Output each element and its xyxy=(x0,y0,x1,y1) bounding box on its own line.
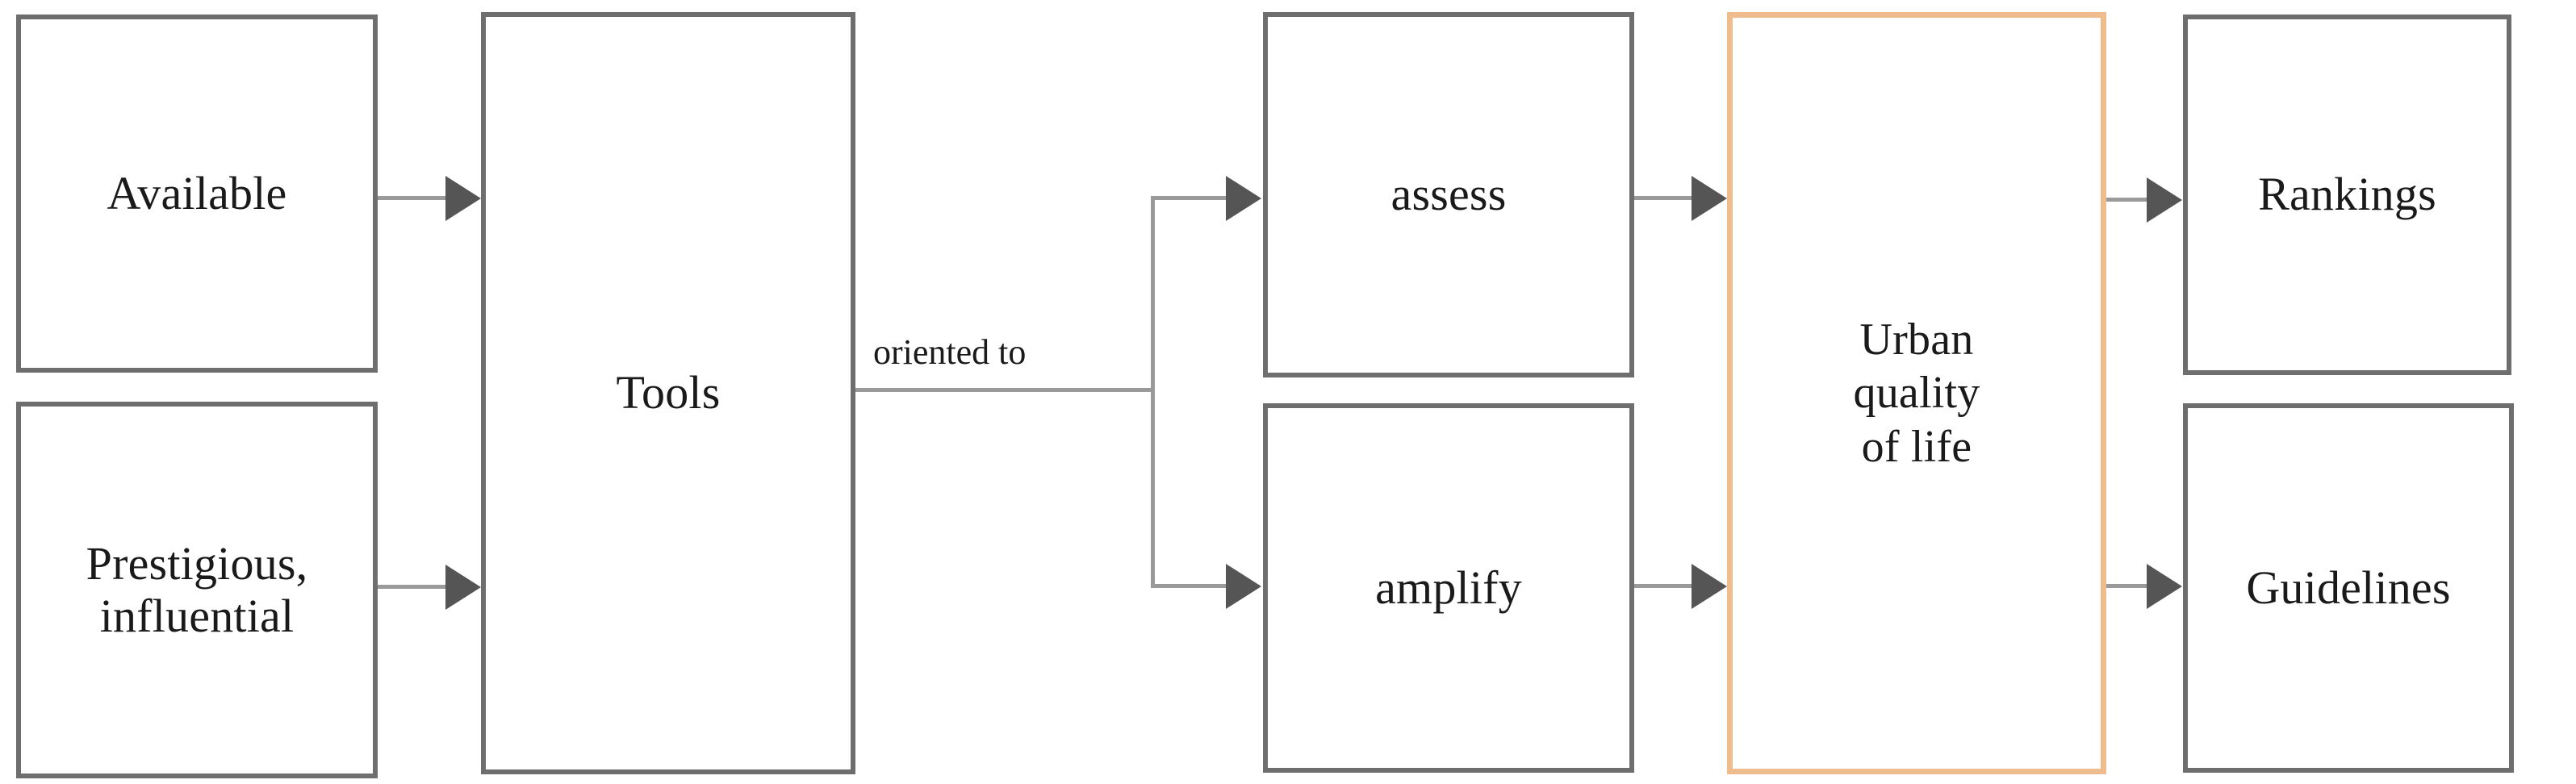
connector-amplify-to-urban xyxy=(1634,584,1694,588)
node-rankings-label: Rankings xyxy=(2258,168,2436,221)
node-available[interactable]: Available xyxy=(16,15,378,373)
edge-label-oriented-to: oriented to xyxy=(873,332,1027,372)
arrowhead-urban-to-guidelines xyxy=(2147,564,2182,609)
connector-urban-to-guidelines xyxy=(2106,584,2148,588)
node-urban-quality-of-life[interactable]: Urban quality of life xyxy=(1727,12,2106,774)
arrowhead-urban-to-rankings xyxy=(2147,177,2182,223)
node-available-label: Available xyxy=(107,166,287,219)
node-urban-quality-of-life-label: Urban quality of life xyxy=(1853,315,1980,472)
arrowhead-assess-to-urban xyxy=(1692,176,1727,221)
arrowhead-available-to-tools xyxy=(445,176,481,221)
connector-branch-vertical xyxy=(1151,196,1155,588)
node-prestigious-influential[interactable]: Prestigious, influential xyxy=(16,402,378,778)
arrowhead-branch-to-assess xyxy=(1226,176,1261,221)
node-tools[interactable]: Tools xyxy=(481,12,855,774)
node-amplify-label: amplify xyxy=(1375,561,1522,614)
connector-available-to-tools xyxy=(378,196,447,200)
arrowhead-prestigious-to-tools xyxy=(445,565,481,610)
node-amplify[interactable]: amplify xyxy=(1263,403,1634,773)
node-prestigious-influential-label: Prestigious, influential xyxy=(86,536,308,642)
node-rankings[interactable]: Rankings xyxy=(2183,15,2511,375)
arrowhead-amplify-to-urban xyxy=(1692,564,1727,609)
connector-branch-to-assess xyxy=(1151,196,1227,200)
connector-tools-to-branch xyxy=(855,388,1155,392)
connector-branch-to-amplify xyxy=(1151,584,1227,588)
node-guidelines[interactable]: Guidelines xyxy=(2183,403,2514,773)
node-assess[interactable]: assess xyxy=(1263,12,1634,377)
connector-urban-to-rankings xyxy=(2106,198,2148,202)
arrowhead-branch-to-amplify xyxy=(1226,564,1261,609)
node-guidelines-label: Guidelines xyxy=(2246,561,2451,614)
connector-assess-to-urban xyxy=(1634,196,1694,200)
connector-prestigious-to-tools xyxy=(378,585,447,589)
node-assess-label: assess xyxy=(1390,168,1507,221)
node-tools-label: Tools xyxy=(616,366,721,419)
